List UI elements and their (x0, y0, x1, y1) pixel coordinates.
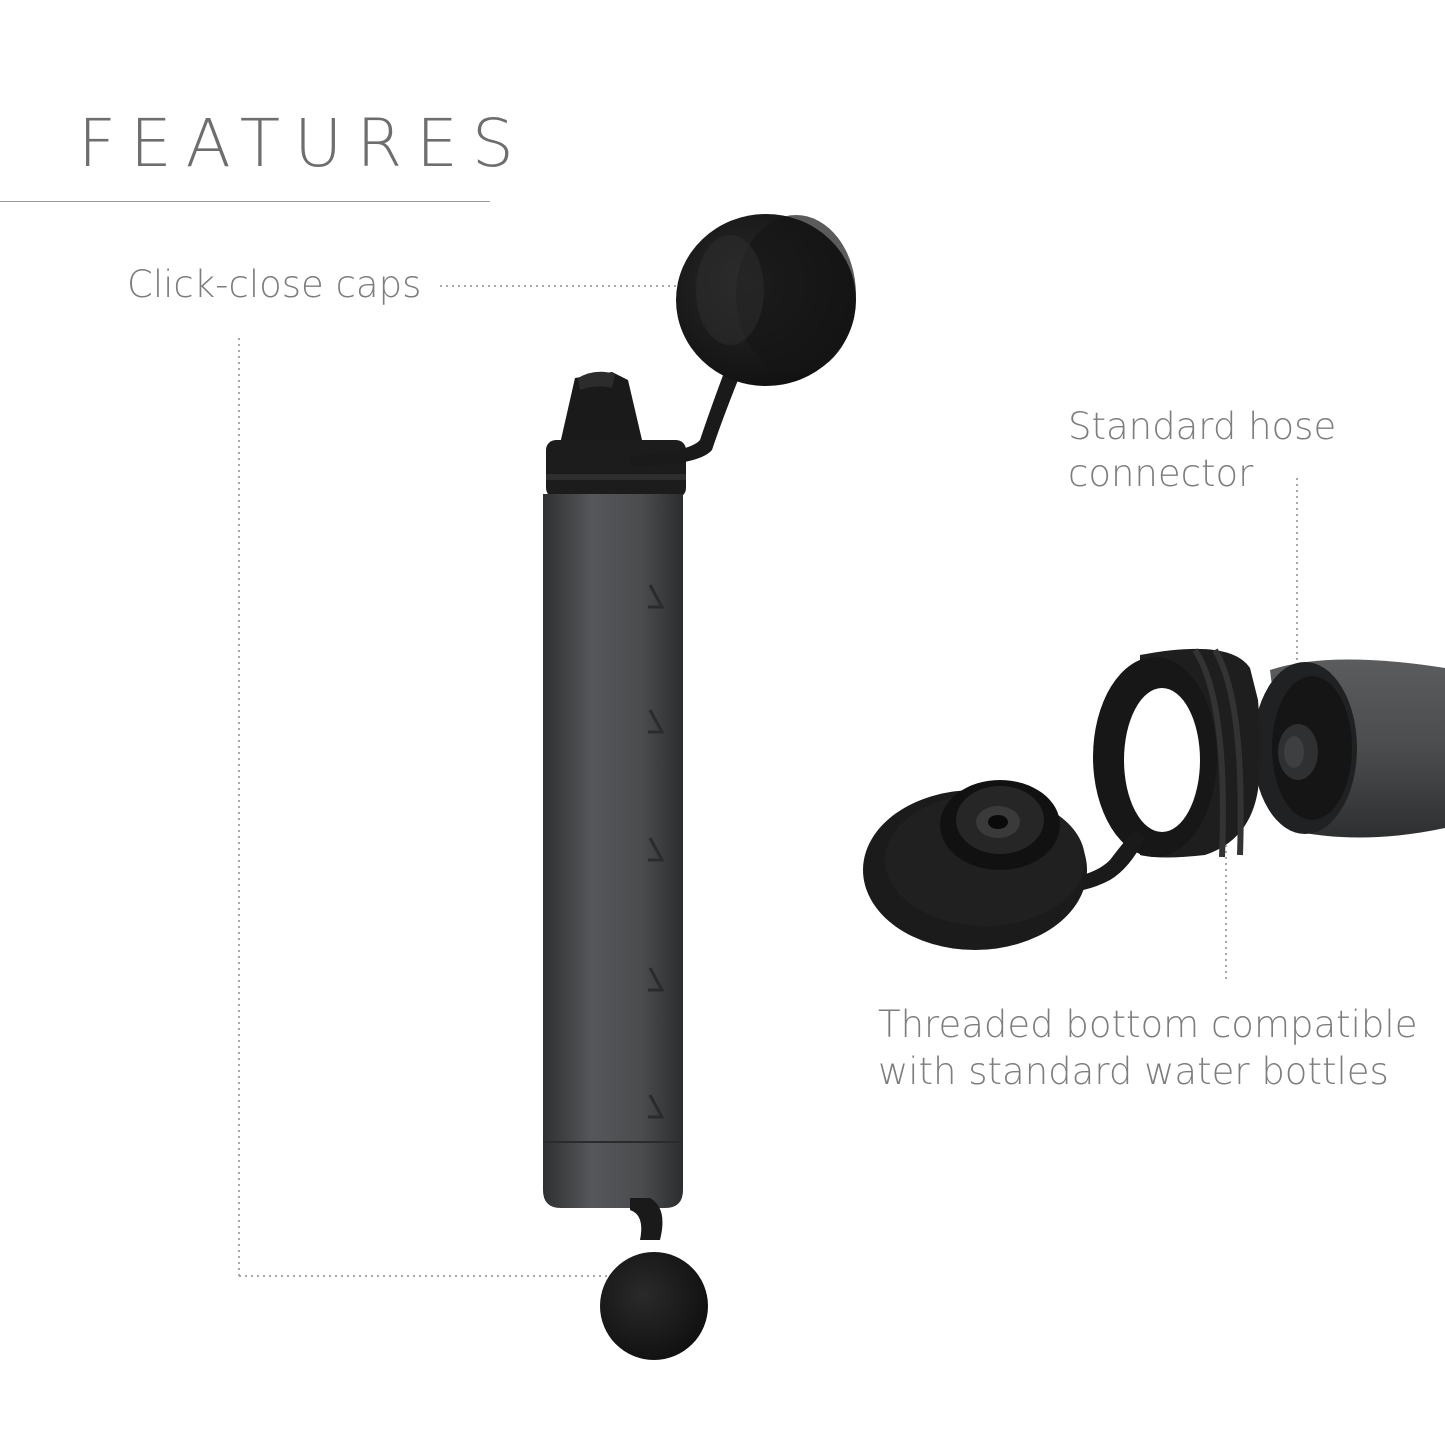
bottle-adapter-icon (863, 780, 1087, 950)
filter-straw (543, 214, 856, 1360)
callout-hose-label: Standard hose connector (1068, 405, 1337, 495)
straw-bottom (543, 1140, 683, 1208)
mouthpiece-icon (560, 372, 642, 444)
fill-markers (648, 584, 665, 1119)
thread-ring-icon (1093, 648, 1260, 858)
top-cap-icon (676, 214, 856, 386)
detail-view (863, 648, 1445, 950)
callout-thread-label: Threaded bottom compatible with standard… (878, 1003, 1418, 1093)
page-title: FEATURES (78, 105, 528, 182)
cap-strap-top (630, 370, 740, 466)
callout-caps-label: Click-close caps (127, 263, 422, 306)
cap-strap-bottom (630, 1198, 663, 1240)
title-underline (0, 201, 490, 202)
bottom-cap-icon (600, 1252, 708, 1360)
straw-body (543, 494, 683, 1144)
top-collar (546, 440, 686, 498)
